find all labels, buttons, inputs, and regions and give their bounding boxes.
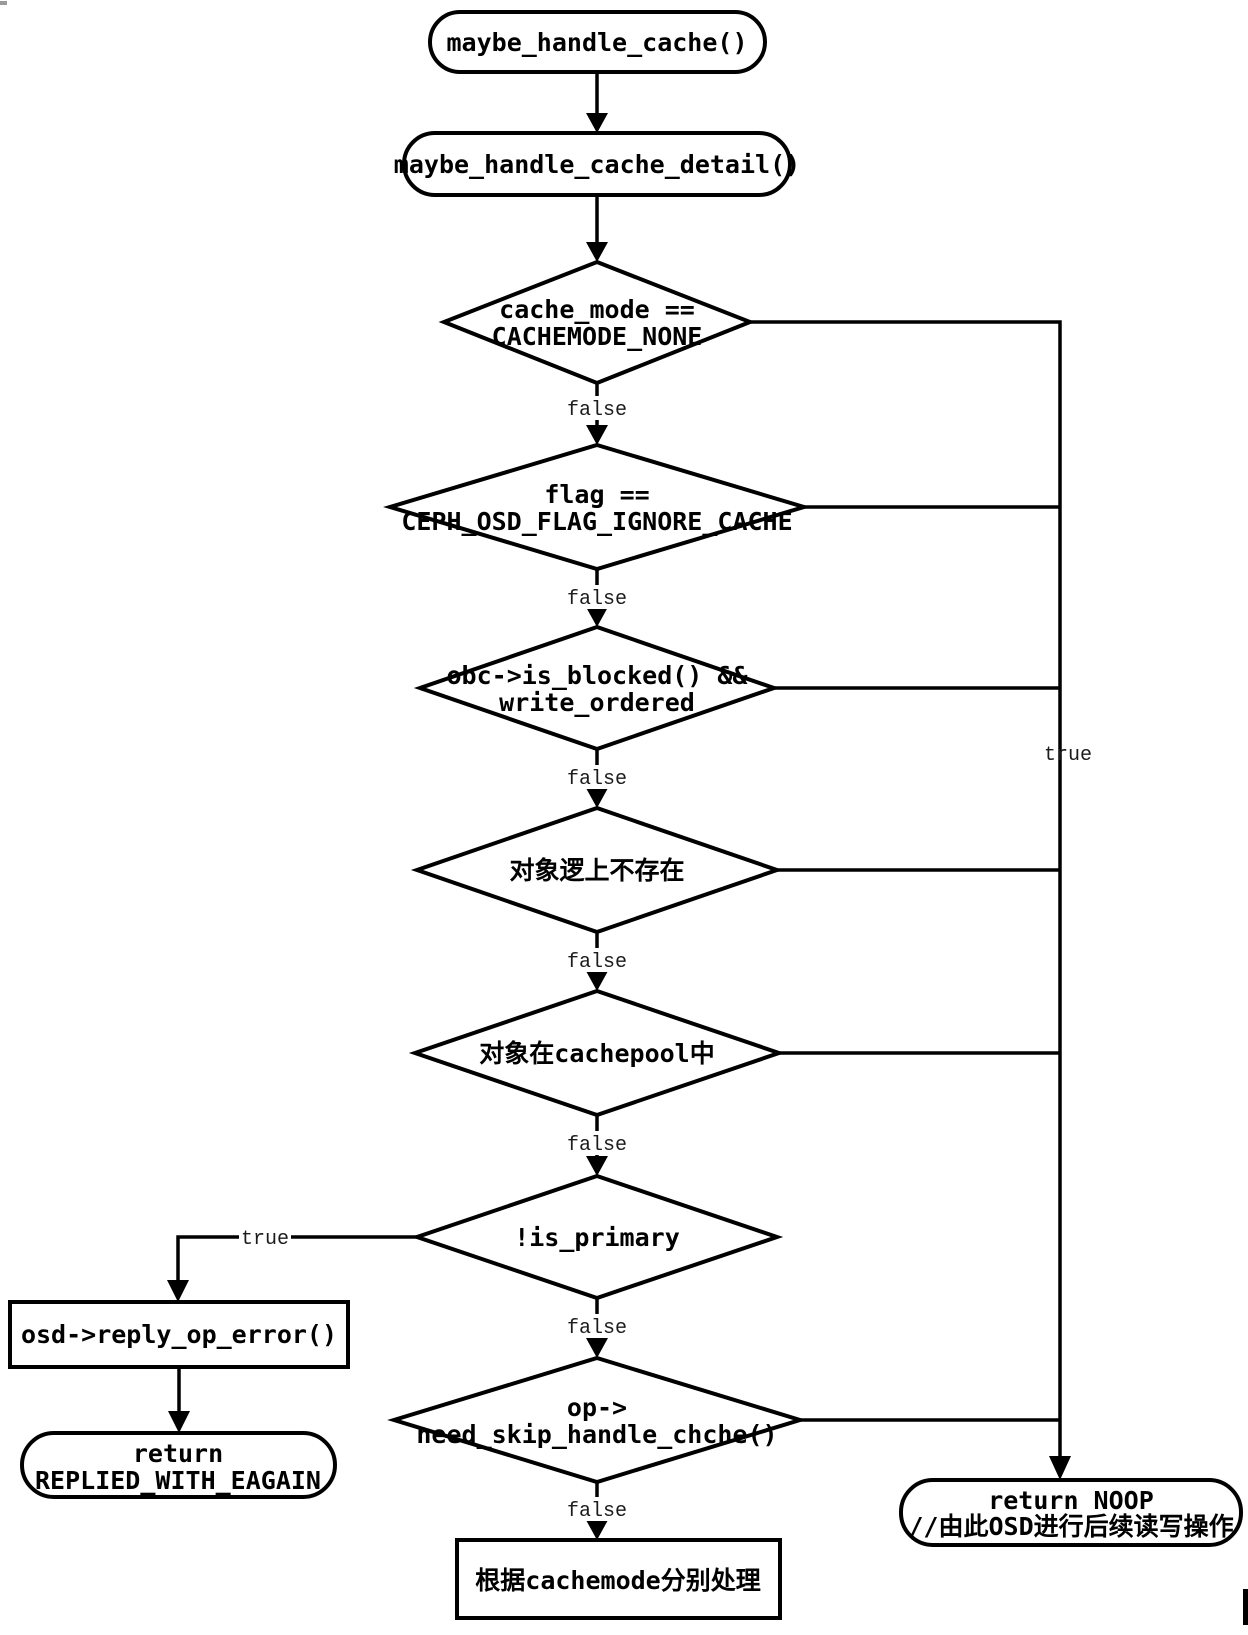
edge-label-false-1: false: [567, 399, 627, 422]
edge-label-bg: [565, 1314, 629, 1338]
decision-blocked-shape: [413, 624, 781, 752]
arrowhead-trunk-noop: [1049, 1456, 1071, 1480]
decision-needskip-shape: [387, 1355, 807, 1485]
node-start-label: maybe_handle_cache(): [446, 28, 747, 57]
node-handlebycachemode-shape: [455, 1538, 782, 1620]
edge-label-bg: [565, 1131, 629, 1155]
decision-cachepool-label: 对象在cachepool中: [479, 1039, 714, 1068]
arrowhead-detail-cachemode: [586, 242, 608, 262]
node-labels: maybe_handle_cache() maybe_handle_cache_…: [21, 28, 1234, 1595]
decision-notprimary-shape: [410, 1173, 784, 1301]
arrowhead-start-detail: [586, 113, 608, 133]
decision-cachemode-line2: CACHEMODE_NONE: [492, 322, 703, 351]
edge-label-false-6: false: [567, 1317, 627, 1340]
arrowhead-false-2: [586, 607, 608, 627]
edge-label-bg: [565, 948, 629, 972]
edge-true-trunk: [750, 320, 1062, 1458]
decision-cachepool-shape: [408, 988, 786, 1118]
node-shapes: [8, 10, 1243, 1620]
edge-label-bg: [565, 1497, 629, 1521]
decision-needskip-line1: op->: [567, 1393, 627, 1422]
node-noop-shape: [899, 1478, 1243, 1547]
node-eagain-line2: REPLIED_WITH_EAGAIN: [35, 1466, 321, 1495]
edge-label-false-2: false: [567, 588, 627, 611]
node-handlebycachemode-label: 根据cachemode分别处理: [475, 1566, 760, 1595]
decision-needskip-line2: need_skip_handle_chche(): [416, 1420, 777, 1449]
decision-notexist-label: 对象逻上不存在: [509, 856, 684, 885]
decision-blocked-line1: obc->is_blocked() &&: [446, 661, 748, 690]
decision-blocked-line2: write_ordered: [499, 688, 695, 717]
edge-label-true-trunk: true: [1044, 744, 1092, 767]
node-eagain-shape: [20, 1431, 337, 1499]
edge-label-false-4: false: [567, 951, 627, 974]
arrowhead-false-4: [586, 971, 608, 991]
edge-label-false-5: false: [567, 1134, 627, 1157]
edge-label-false-3: false: [567, 768, 627, 791]
arrowhead-false-5: [586, 1156, 608, 1176]
node-replyoperror-shape: [8, 1300, 350, 1369]
node-eagain-line1: return: [133, 1439, 223, 1468]
decision-flag-line1: flag ==: [544, 480, 649, 509]
node-noop-line1: return NOOP: [988, 1486, 1154, 1515]
node-start-shape: [428, 10, 767, 74]
decision-notexist-shape: [410, 805, 784, 935]
arrowhead-false-6: [586, 1338, 608, 1358]
edge-label-group: false false false false false false fals…: [239, 396, 1092, 1523]
arrowhead-reply-eagain: [168, 1411, 190, 1433]
decision-cachemode-shape: [438, 259, 756, 386]
edge-label-bg: [565, 396, 629, 420]
node-replyoperror-label: osd->reply_op_error(): [21, 1320, 337, 1349]
node-detail-label: maybe_handle_cache_detail(): [394, 150, 800, 179]
arrowhead-false-3: [586, 788, 608, 808]
corner-artifact-topleft: [0, 1, 7, 5]
decision-flag-line2: CEPH_OSD_FLAG_IGNORE_CACHE: [401, 507, 792, 536]
edge-label-bg: [565, 585, 629, 609]
arrowhead-true-left: [167, 1280, 189, 1302]
arrowhead-false-1: [586, 425, 608, 445]
node-noop-line2: //由此OSD进行后续读写操作: [908, 1512, 1233, 1541]
edge-label-false-7: false: [567, 1500, 627, 1523]
decision-cachemode-line1: cache_mode ==: [499, 295, 695, 324]
corner-artifact-bottomright: [1243, 1589, 1248, 1625]
edge-label-bg: [239, 1225, 291, 1249]
decision-flag-shape: [383, 442, 811, 572]
arrowhead-false-7: [586, 1520, 608, 1540]
edge-label-true-left: true: [241, 1228, 289, 1251]
edge-true-left: [176, 1235, 444, 1282]
node-detail-shape: [402, 131, 792, 197]
decision-notprimary-label: !is_primary: [514, 1223, 680, 1252]
edge-label-bg: [565, 765, 629, 789]
